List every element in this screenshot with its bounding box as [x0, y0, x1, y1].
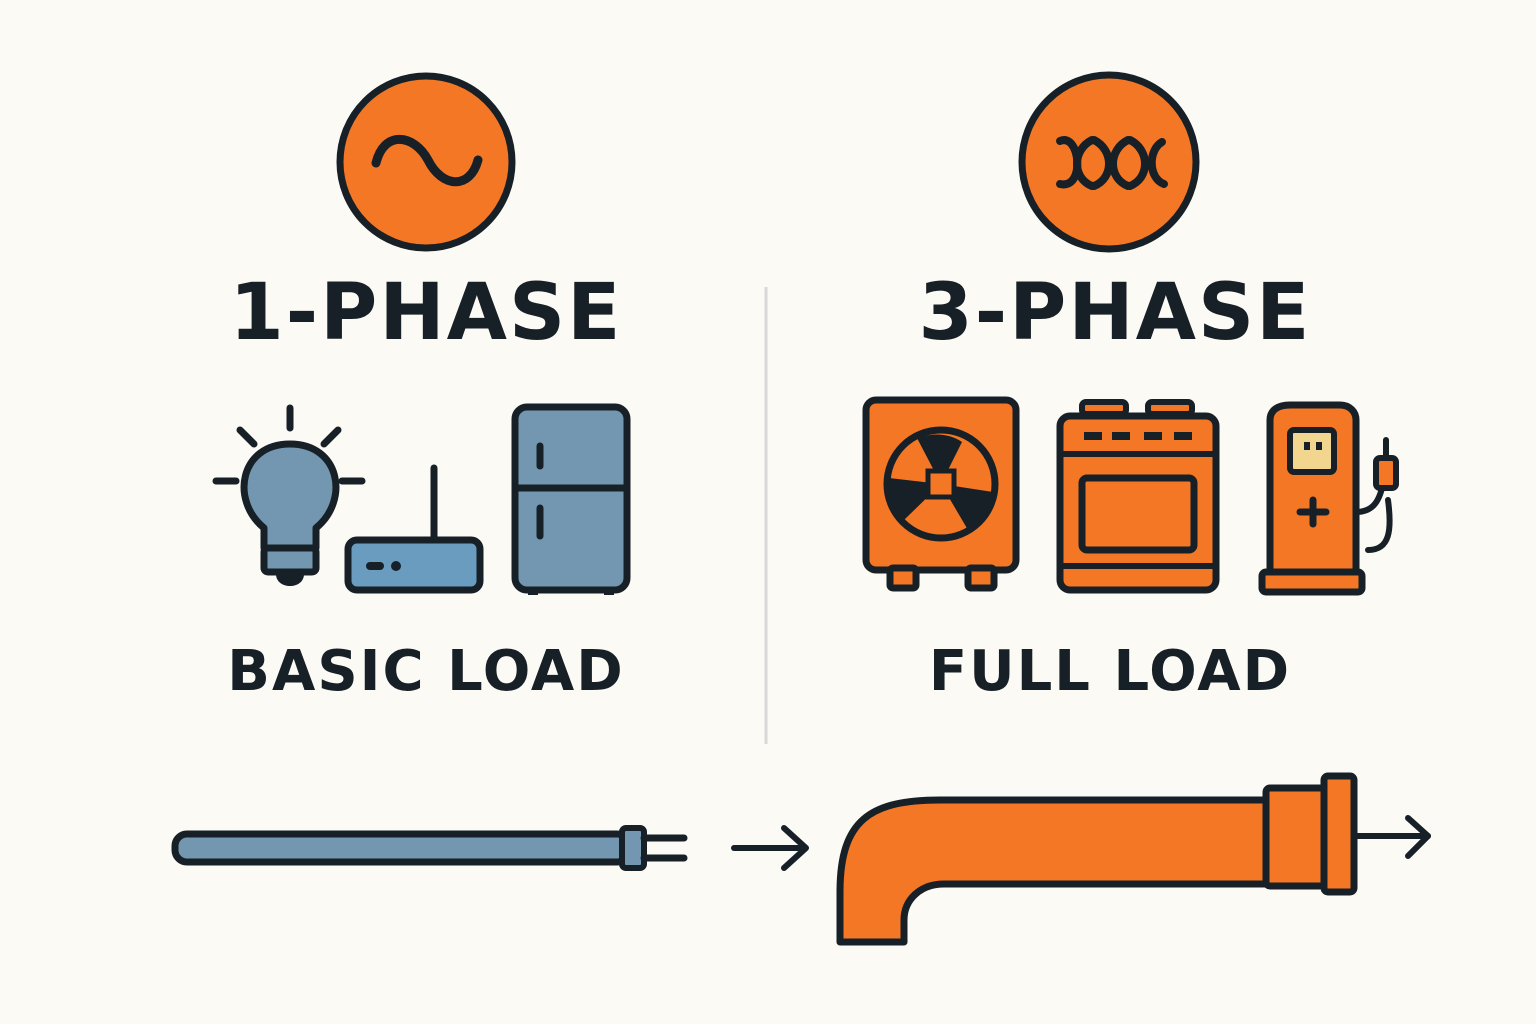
triple-wave-icon: [1018, 71, 1200, 253]
heat-pump-icon: [862, 396, 1020, 592]
three-phase-heading: 3-PHASE: [918, 268, 1312, 358]
basic-load-label: BASIC LOAD: [227, 639, 625, 704]
arrow-right-icon: [731, 825, 809, 871]
ev-charger-icon: [1258, 401, 1399, 596]
router-icon: [344, 464, 484, 594]
thick-cable-icon: [836, 772, 1431, 946]
full-load-label: FULL LOAD: [928, 639, 1292, 704]
thin-cable-icon: [171, 825, 688, 871]
single-phase-heading: 1-PHASE: [229, 268, 623, 358]
single-sine-wave-icon: [336, 72, 516, 252]
light-bulb-icon: [212, 404, 366, 586]
refrigerator-icon: [511, 403, 631, 595]
electric-stove-icon: [1056, 399, 1220, 594]
